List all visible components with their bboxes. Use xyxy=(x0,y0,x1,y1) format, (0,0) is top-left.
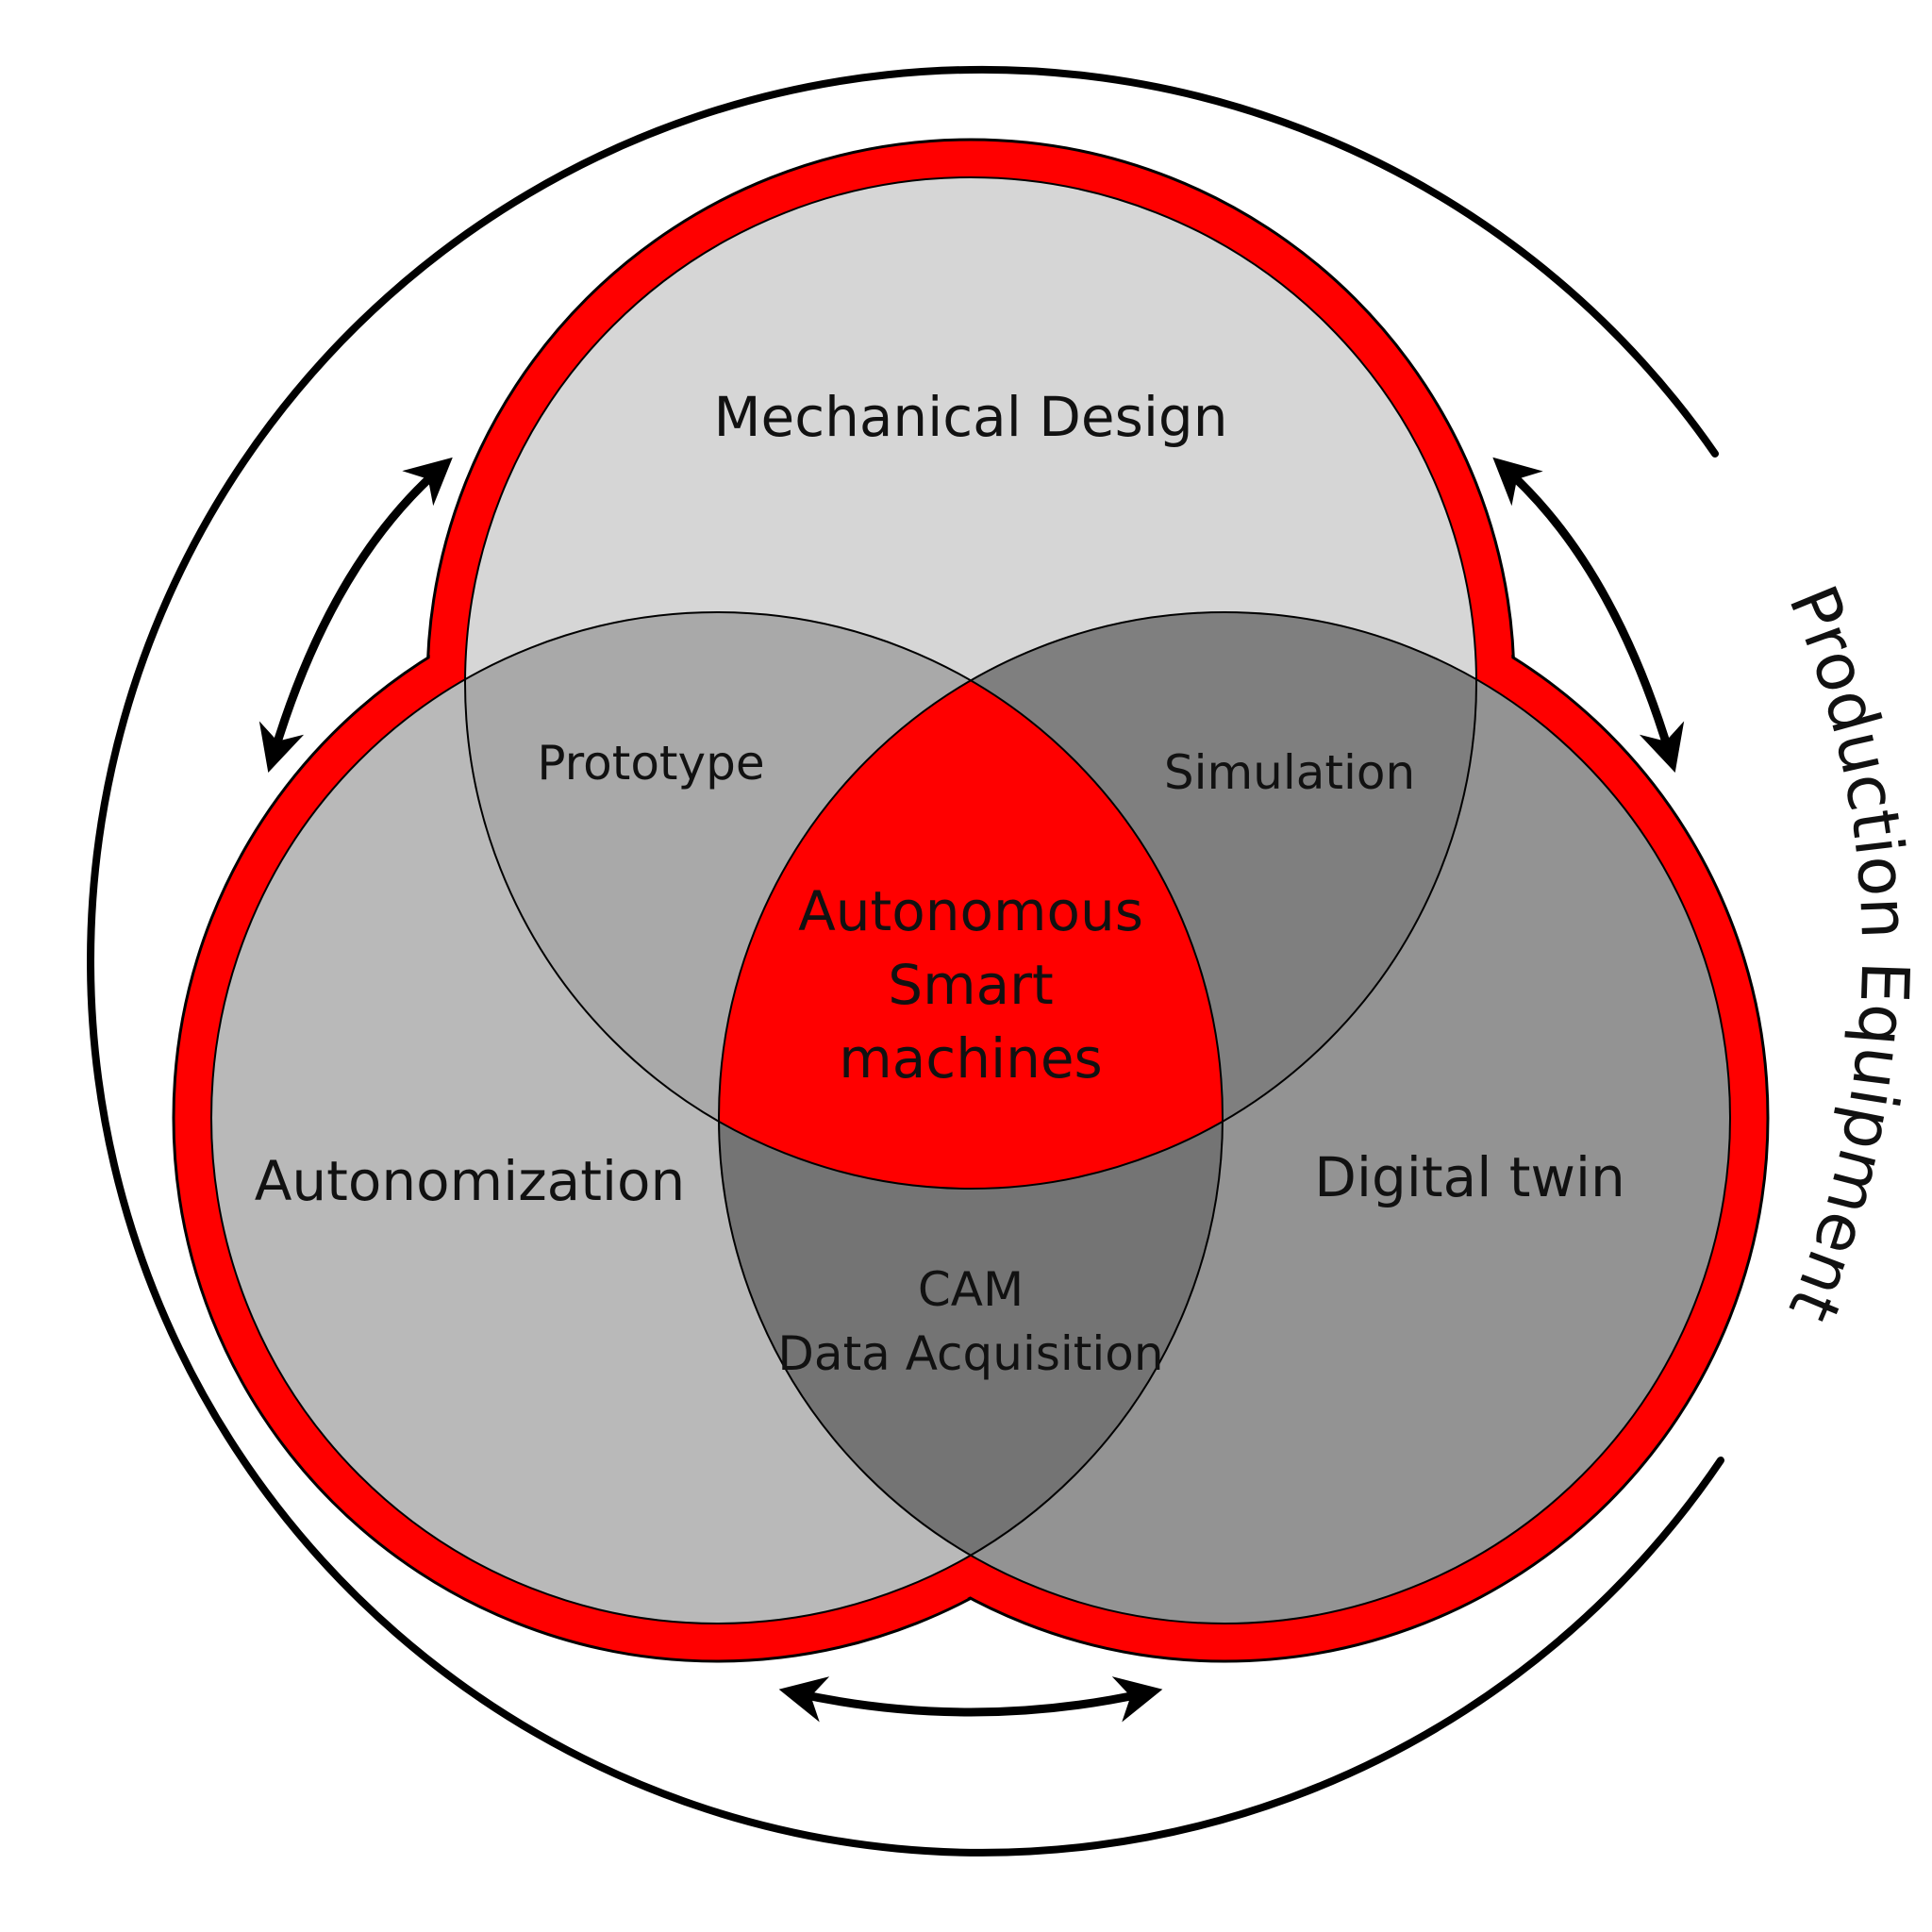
double-arrow-icon xyxy=(258,457,453,773)
label-simulation: Simulation xyxy=(1164,745,1415,800)
center-label-line3: machines xyxy=(839,1026,1102,1091)
center-label-line1: Autonomous xyxy=(798,879,1143,943)
double-arrow-icon xyxy=(1492,457,1685,773)
center-region xyxy=(719,612,1223,1189)
label-mechanical-design: Mechanical Design xyxy=(713,385,1227,449)
label-prototype: Prototype xyxy=(537,736,764,791)
ring-label-text: Production Equipment xyxy=(1774,575,1924,1333)
outer-ring xyxy=(87,65,1724,1857)
label-autonomization: Autonomization xyxy=(255,1149,686,1213)
label-data-acquisition: Data Acquisition xyxy=(777,1326,1163,1381)
circle-outlines xyxy=(210,176,1731,1624)
ring-label-production-equipment: Production Equipment xyxy=(1774,575,1924,1333)
center-label-line2: Smart xyxy=(888,953,1053,1017)
label-digital-twin: Digital twin xyxy=(1314,1145,1625,1209)
double-arrow-icon xyxy=(778,1676,1163,1723)
label-cam: CAM xyxy=(918,1262,1024,1317)
